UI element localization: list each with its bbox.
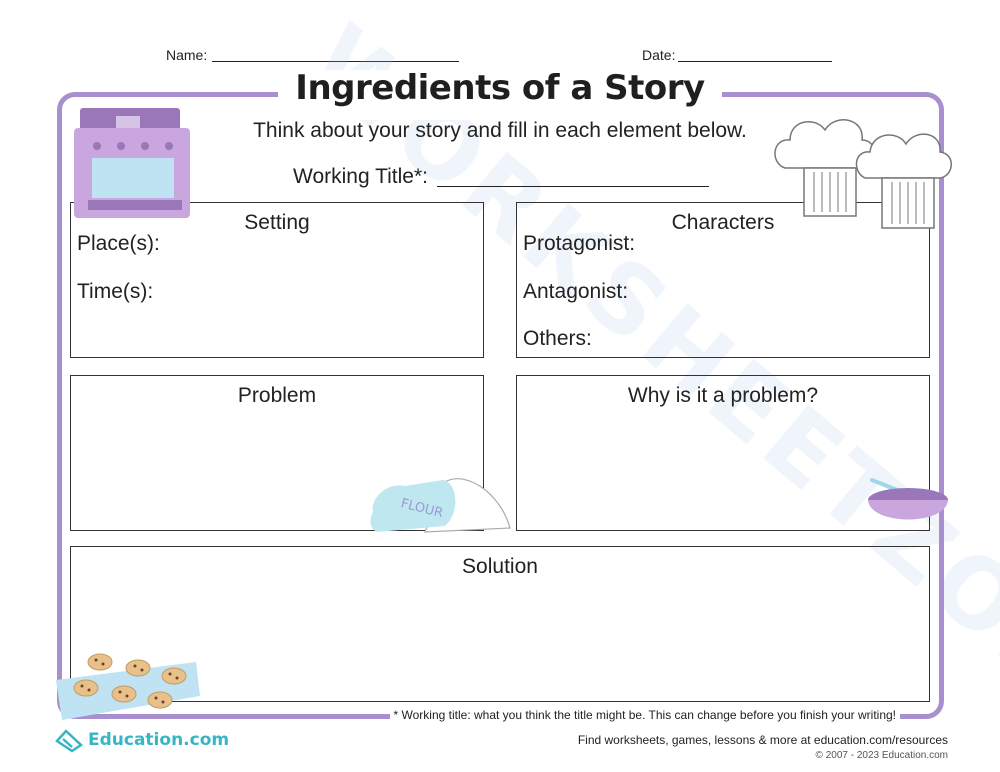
page-title: Ingredients of a Story: [295, 68, 705, 108]
working-title-label: Working Title*:: [293, 165, 428, 188]
name-line[interactable]: [212, 61, 459, 62]
brand-name: Education.com: [88, 730, 230, 750]
chef-hats-icon: [774, 119, 952, 229]
characters-box[interactable]: Characters Protagonist: Antagonist: Othe…: [516, 202, 930, 358]
date-line[interactable]: [678, 61, 832, 62]
flour-bag-icon: FLOUR: [370, 478, 511, 533]
why-problem-box[interactable]: Why is it a problem?: [516, 375, 930, 531]
antagonist-label: Antagonist:: [523, 280, 629, 303]
education-logo-icon: [55, 729, 84, 753]
problem-title: Problem: [237, 384, 317, 407]
instructions: Think about your story and fill in each …: [253, 119, 747, 142]
setting-title: Setting: [244, 211, 310, 234]
why-problem-title: Why is it a problem?: [627, 384, 819, 407]
oven-icon: [74, 108, 190, 218]
solution-title: Solution: [462, 555, 538, 578]
footer-link-text[interactable]: Find worksheets, games, lessons & more a…: [577, 733, 948, 747]
characters-title: Characters: [671, 211, 775, 234]
problem-box[interactable]: Problem: [70, 375, 484, 531]
brand[interactable]: Education.com: [54, 727, 229, 753]
working-title-line[interactable]: [437, 186, 709, 187]
protagonist-label: Protagonist:: [523, 232, 636, 255]
solution-box[interactable]: Solution: [70, 546, 930, 702]
cookie-tray-icon: [56, 653, 200, 720]
setting-box[interactable]: Setting Place(s): Time(s):: [70, 202, 484, 358]
others-label: Others:: [523, 327, 592, 350]
footnote: * Working title: what you think the titl…: [389, 708, 900, 722]
mixing-bowl-icon: [868, 478, 948, 520]
times-label: Time(s):: [77, 280, 154, 303]
date-label: Date:: [642, 47, 676, 63]
places-label: Place(s):: [77, 232, 160, 255]
copyright: © 2007 - 2023 Education.com: [815, 750, 948, 761]
name-label: Name:: [166, 47, 208, 63]
